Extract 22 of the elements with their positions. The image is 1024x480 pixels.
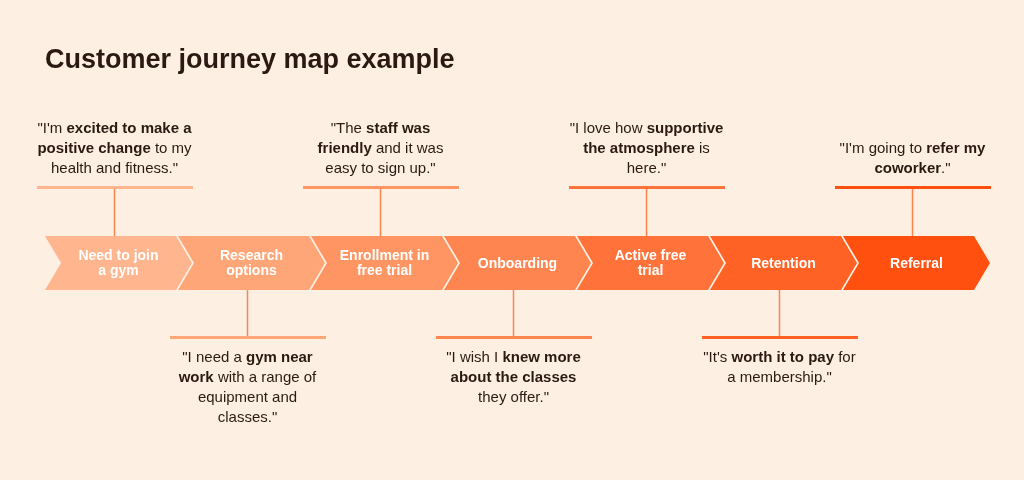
quote-text: "I'm going to refer my coworker." bbox=[834, 138, 991, 189]
leader-line bbox=[645, 188, 648, 237]
stage-label: Retention bbox=[750, 255, 817, 271]
leader-line bbox=[246, 289, 249, 337]
stage-label: Onboarding bbox=[476, 255, 559, 271]
stage-label: Need to join a gym bbox=[77, 248, 160, 278]
stage-label: Enrollment in free trial bbox=[339, 248, 430, 278]
quote-text: "It's worth it to pay for a membership." bbox=[701, 336, 858, 387]
leader-line bbox=[379, 188, 382, 237]
title: Customer journey map example bbox=[45, 44, 455, 75]
quote-text: "I need a gym near work with a range of equipment and classes." bbox=[169, 336, 326, 427]
stage-label: Referral bbox=[889, 255, 944, 271]
leader-line bbox=[778, 289, 781, 337]
quote-text: "I'm excited to make a positive change to my health and fitness." bbox=[36, 118, 193, 189]
quote-text: "The staff was friendly and it was easy to sign up." bbox=[302, 118, 459, 189]
quote-text: "I wish I knew more about the classes they offer." bbox=[435, 336, 592, 407]
quote-text: "I love how supportive the atmosphere is here." bbox=[568, 118, 725, 189]
stage-label: Active free trial bbox=[613, 248, 688, 278]
leader-line bbox=[512, 289, 515, 337]
leader-line bbox=[113, 188, 116, 237]
leader-line bbox=[911, 188, 914, 237]
stage-label: Research options bbox=[218, 248, 284, 278]
